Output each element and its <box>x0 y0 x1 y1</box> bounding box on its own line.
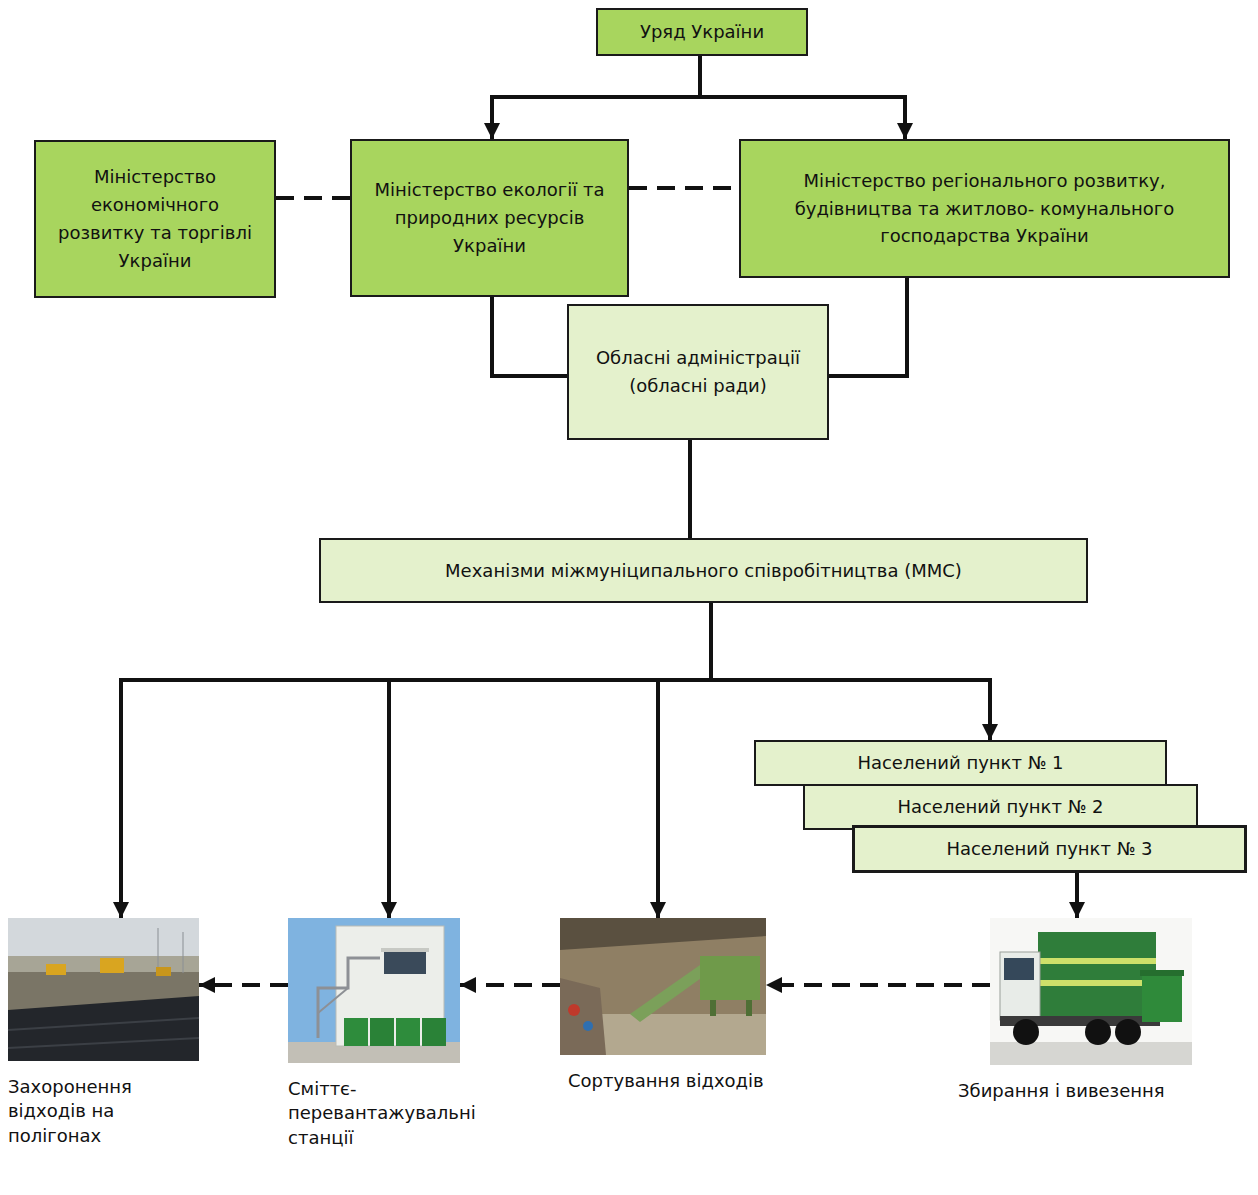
machine-leg <box>710 1000 716 1016</box>
ministry-box: Міністерство екології та природних ресур… <box>350 139 629 297</box>
regional-admin-box: Обласні адміністрації (обласні ради) <box>567 304 829 440</box>
wheel <box>1085 1019 1111 1045</box>
container <box>370 1018 394 1046</box>
sky <box>8 918 199 1061</box>
box-label: Населений пункт № 2 <box>897 795 1103 818</box>
settlement-box: Населений пункт № 2 <box>803 784 1198 830</box>
landfill-node: Захоронення відходів на полігонах <box>8 918 199 1061</box>
ministry-box: Міністерство регіонального розвитку, буд… <box>739 139 1230 278</box>
roof <box>560 918 766 950</box>
box-label: Механізми міжмуніципального співробітниц… <box>445 559 962 582</box>
waste-pile <box>560 978 606 1055</box>
picture-caption: Сортування відходів <box>568 1069 818 1093</box>
settlement-box: Населений пункт № 1 <box>754 740 1167 786</box>
liner-seam <box>8 1038 199 1048</box>
sorting-picture <box>560 918 766 1055</box>
wheel <box>1115 1019 1141 1045</box>
dashed-connector <box>460 983 560 987</box>
container <box>396 1018 420 1046</box>
container <box>422 1018 446 1046</box>
box-label: Населений пункт № 3 <box>946 837 1152 860</box>
transfer-station-picture <box>288 918 460 1063</box>
connector-line <box>121 603 711 918</box>
stripe <box>1038 980 1156 986</box>
box-label: Міністерство регіонального розвитку, буд… <box>751 167 1218 251</box>
transfer-station-node: Сміттє- перевантажувальні станції <box>288 918 460 1063</box>
stripe <box>1038 958 1156 964</box>
connector-line <box>700 56 905 139</box>
dashed-connector <box>276 196 350 200</box>
machine <box>156 967 171 976</box>
pole <box>158 928 159 973</box>
dashed-connector <box>629 186 739 190</box>
wheel <box>1013 1019 1039 1045</box>
background <box>990 918 1192 1065</box>
canopy <box>381 948 429 952</box>
landfill-picture <box>8 918 199 1061</box>
connector-line <box>711 603 990 740</box>
machine-leg <box>746 1000 752 1016</box>
waste-item <box>568 1004 580 1016</box>
connector-line <box>658 603 711 918</box>
picture-caption: Сміттє- перевантажувальні станції <box>288 1077 503 1150</box>
government-box: Уряд України <box>596 8 808 56</box>
box-label: Обласні адміністрації (обласні ради) <box>579 344 817 400</box>
sorting-node: Сортування відходів <box>560 918 766 1055</box>
ministry-box: Міністерство економічного розвитку та то… <box>34 140 276 298</box>
picture-caption: Збирання і вивезення <box>958 1079 1220 1103</box>
ground <box>990 1042 1192 1065</box>
dashed-connector <box>766 983 990 987</box>
connector-line <box>1075 873 1079 918</box>
sorting-machine <box>700 956 760 1000</box>
box-label: Населений пункт № 1 <box>857 751 1063 774</box>
truck-picture <box>990 918 1192 1065</box>
bin-lid <box>1140 970 1184 976</box>
waste-item <box>583 1021 593 1031</box>
connector-line <box>688 440 692 538</box>
box-label: Уряд України <box>640 20 764 43</box>
box-label: Міністерство економічного розвитку та то… <box>46 163 264 275</box>
landfill-liner <box>8 996 199 1061</box>
machine <box>100 958 124 973</box>
sky <box>288 918 460 1063</box>
truck-cab <box>1000 952 1040 1020</box>
connector-line <box>829 278 907 376</box>
settlement-box: Населений пункт № 3 <box>852 825 1247 873</box>
windshield <box>1004 958 1034 980</box>
pole <box>183 932 184 973</box>
waste-bin <box>1142 974 1182 1022</box>
container <box>344 1018 368 1046</box>
stair-rail <box>318 988 348 1013</box>
box-label: Міністерство екології та природних ресур… <box>362 176 617 260</box>
truck-body <box>1038 932 1156 1016</box>
collection-node: Збирання і вивезення <box>990 918 1192 1065</box>
liner-seam <box>8 1018 199 1030</box>
dashed-connector <box>199 983 288 987</box>
connector-line <box>492 297 567 376</box>
picture-caption: Захоронення відходів на полігонах <box>8 1075 203 1148</box>
connector-line <box>492 56 700 139</box>
connector-line <box>389 603 711 918</box>
hall <box>560 918 766 1055</box>
window <box>384 952 426 974</box>
cooperation-box: Механізми міжмуніципального співробітниц… <box>319 538 1088 603</box>
machine <box>46 964 66 975</box>
